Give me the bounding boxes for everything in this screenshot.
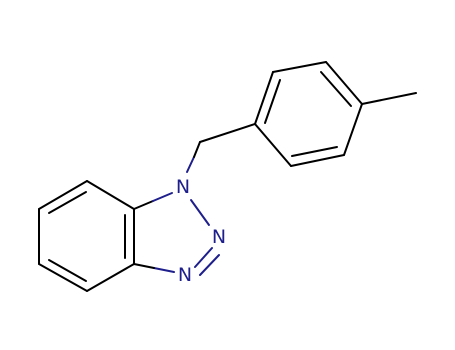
atom-label-n3: N [178, 264, 192, 286]
atom-labels: N N N [176, 176, 226, 286]
bond-c4-c5 [343, 103, 363, 156]
bond-n1-n2 [190, 199, 210, 226]
bond-c5-c4 [38, 263, 88, 292]
bond-c5-c6-inner [291, 146, 338, 157]
bond-c3-c4-inner [320, 71, 352, 107]
bond-c7a-n1-black [133, 200, 154, 210]
bond-ch2-c1 [199, 123, 256, 143]
bond-c1-c2 [254, 71, 274, 125]
atom-label-n1: N [176, 176, 190, 198]
bond-c4-c3a [86, 263, 135, 292]
bond-c4-methyl [361, 92, 417, 105]
bond-n3-c3a-blue [153, 267, 175, 273]
bond-n2-n3-a [194, 247, 213, 268]
bond-c7a-n1-blue [152, 192, 173, 202]
bond-c1-c2-inner [264, 79, 281, 124]
bond-n3-c3a-black [133, 263, 155, 269]
bond-c2-c3 [272, 61, 327, 73]
bond-c5-c4-inner [48, 259, 87, 282]
bond-n1-ch2-black [193, 141, 201, 158]
bond-c7a-c7 [86, 180, 135, 210]
tolyl-ring-bonds [254, 61, 417, 167]
bond-c3-c4 [325, 61, 363, 105]
benzene-ring-bonds [38, 180, 135, 292]
atom-label-n2: N [212, 226, 226, 248]
bond-n2-n3-b [199, 254, 220, 276]
bond-c7-c6 [38, 180, 88, 210]
triazole-ring-bonds [133, 192, 220, 276]
bond-c6-c1 [254, 123, 292, 167]
benzyl-bonds [186, 123, 256, 173]
bond-c5-c6 [290, 154, 345, 167]
bond-n1-ch2-blue [186, 156, 195, 173]
bond-c7-c6-inner [48, 191, 87, 214]
